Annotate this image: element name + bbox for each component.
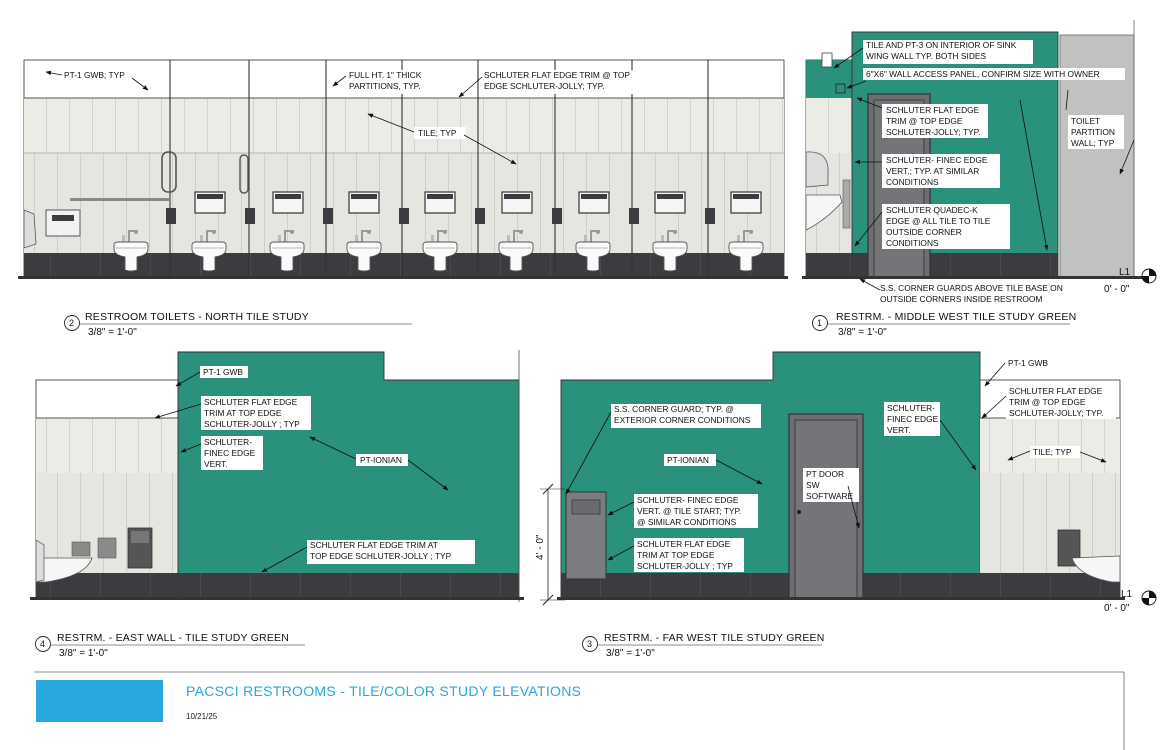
note-v1-quadec-1: SCHLUTER QUADEC-K [886,205,978,215]
sheet-title: PACSCI RESTROOMS - TILE/COLOR STUDY ELEV… [186,683,581,699]
note-v3-guard-2: EXTERIOR CORNER CONDITIONS [614,415,751,425]
note-v1-flat-2: TRIM @ TOP EDGE [886,116,963,126]
note-v3-door-2: SW [806,480,820,490]
note-v1-finec-3: CONDITIONS [886,177,939,187]
v1-level-elevation: 0' - 0" [1104,284,1130,295]
note-v4-finec-2: FINEC EDGE [204,448,256,458]
note-v4-base-trim-1: SCHLUTER FLAT EDGE TRIM AT [310,540,438,550]
v3-level-label: L1 [1121,589,1133,600]
note-v3-ionian: PT-IONIAN [667,455,709,465]
note-v4-finec-1: SCHLUTER- [204,437,252,447]
note-v2-pt1: PT-1 GWB; TYP [64,70,125,80]
note-v4-ionian: PT-IONIAN [360,455,402,465]
note-v1-partition-3: WALL; TYP [1071,138,1115,148]
view-4-title: RESTRM. - EAST WALL - TILE STUDY GREEN [57,632,289,644]
note-v3-tile: TILE; TYP [1033,447,1072,457]
note-v2-trim-1: SCHLUTER FLAT EDGE TRIM @ TOP [484,70,630,80]
note-v1-quadec-2: EDGE @ ALL TILE TO TILE [886,216,991,226]
note-v4-flat-1: SCHLUTER FLAT EDGE [204,397,298,407]
dimension-4ft: 4' - 0" [535,534,546,560]
v3-level-elevation: 0' - 0" [1104,603,1130,614]
note-v1-partition-1: TOILET [1071,116,1100,126]
note-v3-flat-mid-2: TRIM AT TOP EDGE [637,550,715,560]
sheet-date: 10/21/25 [186,712,218,721]
note-v1-quadec-4: CONDITIONS [886,238,939,248]
note-v1-flat-3: SCHLUTER-JOLLY; TYP. [886,127,980,137]
note-v3-flat-right-1: SCHLUTER FLAT EDGE [1009,386,1103,396]
view-1-middle-west-elevation: TILE AND PT-3 ON INTERIOR OF SINK WING W… [802,20,1157,338]
note-v4-base-trim-2: TOP EDGE SCHLUTER-JOLLY ; TYP [310,551,452,561]
view-2-title: RESTROOM TOILETS - NORTH TILE STUDY [85,311,309,323]
note-v3-door-3: SOFTWARE [806,491,854,501]
note-v3-finec-right-1: SCHLUTER- [887,403,935,413]
view-2-scale: 3/8" = 1'-0" [88,327,137,338]
note-v4-pt1: PT-1 GWB [203,367,243,377]
note-v2-trim-2: EDGE SCHLUTER-JOLLY; TYP. [484,81,604,91]
note-v1-flat-1: SCHLUTER FLAT EDGE [886,105,980,115]
note-v2-partitions-1: FULL HT. 1" THICK [349,70,422,80]
view-1-number: 1 [817,318,822,328]
note-v3-finec-right-3: VERT. [887,425,911,435]
note-v3-finec-right-2: FINEC EDGE [887,414,939,424]
note-v3-guard-1: S.S. CORNER GUARD; TYP. @ [614,404,734,414]
note-v3-finec-mid-1: SCHLUTER- FINEC EDGE [637,495,739,505]
note-v1-tile-pt3-2: WING WALL TYP. BOTH SIDES [866,51,986,61]
view-3-number: 3 [587,639,592,649]
note-v1-corner-2: OUTSIDE CORNERS INSIDE RESTROOM [880,294,1042,304]
view-1-scale: 3/8" = 1'-0" [838,327,887,338]
v1-level-label: L1 [1119,267,1131,278]
view-3-title: RESTRM. - FAR WEST TILE STUDY GREEN [604,632,825,644]
note-v3-flat-mid-3: SCHLUTER-JOLLY ; TYP [637,561,733,571]
note-v1-access-panel: 6"X6" WALL ACCESS PANEL, CONFIRM SIZE WI… [866,69,1100,79]
note-v3-finec-mid-3: @ SIMILAR CONDITIONS [637,517,737,527]
note-v2-tile: TILE; TYP [418,128,457,138]
view-3-scale: 3/8" = 1'-0" [606,648,655,659]
note-v2-partitions-2: PARTITIONS, TYP. [349,81,421,91]
view-2-number: 2 [69,318,74,328]
title-block: PACSCI RESTROOMS - TILE/COLOR STUDY ELEV… [34,671,1125,750]
view-3-far-west-elevation: 4' - 0" S.S. CORNER GUARD; TYP. @ EXTERI… [535,351,1157,659]
firm-logo-block [36,680,163,722]
note-v1-finec-2: VERT.; TYP. AT SIMILAR [886,166,979,176]
view-1-title: RESTRM. - MIDDLE WEST TILE STUDY GREEN [836,311,1076,323]
view-2-north-elevation: PT-1 GWB; TYP FULL HT. 1" THICK PARTITIO… [18,59,788,338]
note-v1-finec-1: SCHLUTER- FINEC EDGE [886,155,988,165]
view-4-scale: 3/8" = 1'-0" [59,648,108,659]
note-v3-flat-mid-1: SCHLUTER FLAT EDGE [637,539,731,549]
note-v3-flat-right-2: TRIM @ TOP EDGE [1009,397,1086,407]
note-v4-flat-2: TRIM AT TOP EDGE [204,408,282,418]
note-v4-flat-3: SCHLUTER-JOLLY ; TYP [204,419,300,429]
note-v1-quadec-3: OUTSIDE CORNER [886,227,962,237]
note-v4-finec-3: VERT. [204,459,228,469]
note-v1-tile-pt3-1: TILE AND PT-3 ON INTERIOR OF SINK [866,40,1017,50]
view-4-east-wall-elevation: PT-1 GWB SCHLUTER FLAT EDGE TRIM AT TOP … [30,350,524,659]
note-v3-flat-right-3: SCHLUTER-JOLLY; TYP. [1009,408,1103,418]
view-4-number: 4 [40,639,45,649]
note-v3-finec-mid-2: VERT. @ TILE START; TYP. [637,506,741,516]
note-v3-door-1: PT DOOR [806,469,844,479]
note-v3-pt1: PT-1 GWB [1008,358,1048,368]
note-v1-partition-2: PARTITION [1071,127,1115,137]
note-v1-corner-1: S.S. CORNER GUARDS ABOVE TILE BASE ON [880,283,1063,293]
